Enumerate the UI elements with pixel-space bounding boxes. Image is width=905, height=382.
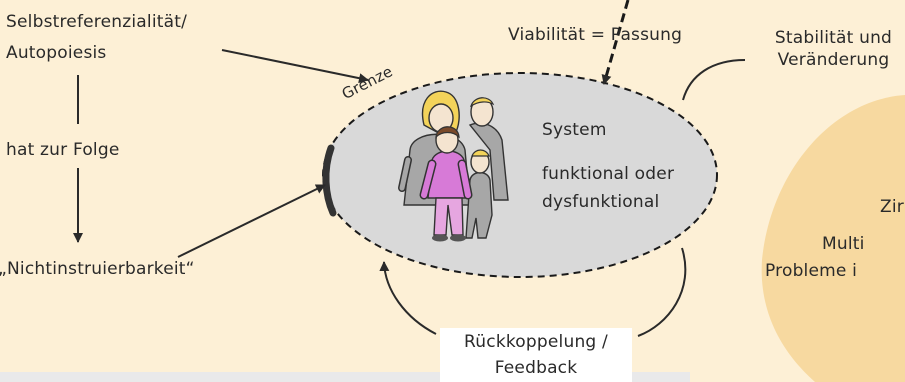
selbstreferenzialitaet-label: Selbstreferenzialität/: [6, 12, 188, 32]
family-figures-icon: [398, 90, 509, 242]
viabilitaet-label: Viabilität = Passung: [508, 25, 683, 45]
funktional-label: funktional oder: [542, 164, 675, 184]
boundary-arc: [322, 144, 337, 217]
hat-zur-folge-label: hat zur Folge: [6, 140, 120, 160]
bottom-strip: [0, 372, 440, 382]
autopoiesis-label: Autopoiesis: [6, 43, 107, 63]
dysfunktional-label: dysfunktional: [542, 192, 660, 212]
arrow-to-boundary: [177, 184, 326, 258]
viability-arrow: [601, 0, 630, 85]
blob-label-line2: Multi: [822, 234, 865, 254]
stabilitaet-label: Stabilität und Veränderung: [746, 27, 905, 71]
feedback-loop-left: [379, 261, 437, 335]
bottom-strip-right: [632, 372, 690, 382]
nichtinstruierbarkeit-label: „Nichtinstruierbarkeit“: [0, 259, 195, 279]
blob-label-line3: Probleme i: [765, 261, 858, 281]
stabilitaet-line2: Veränderung: [777, 50, 890, 70]
multi-problem-blob: [761, 95, 905, 382]
rueckkoppelung-line1: Rückkoppelung /: [464, 332, 608, 352]
stability-curve: [682, 59, 746, 101]
system-label: System: [542, 120, 607, 140]
arrow-to-grenze: [221, 49, 369, 84]
rueckkoppelung-line2: Feedback: [494, 358, 578, 378]
feedback-loop-right: [637, 247, 687, 337]
feedback-label: Rückkoppelung / Feedback: [440, 328, 632, 382]
blob-label-line1: Zir: [880, 197, 904, 217]
stabilitaet-line1: Stabilität und: [774, 28, 893, 48]
